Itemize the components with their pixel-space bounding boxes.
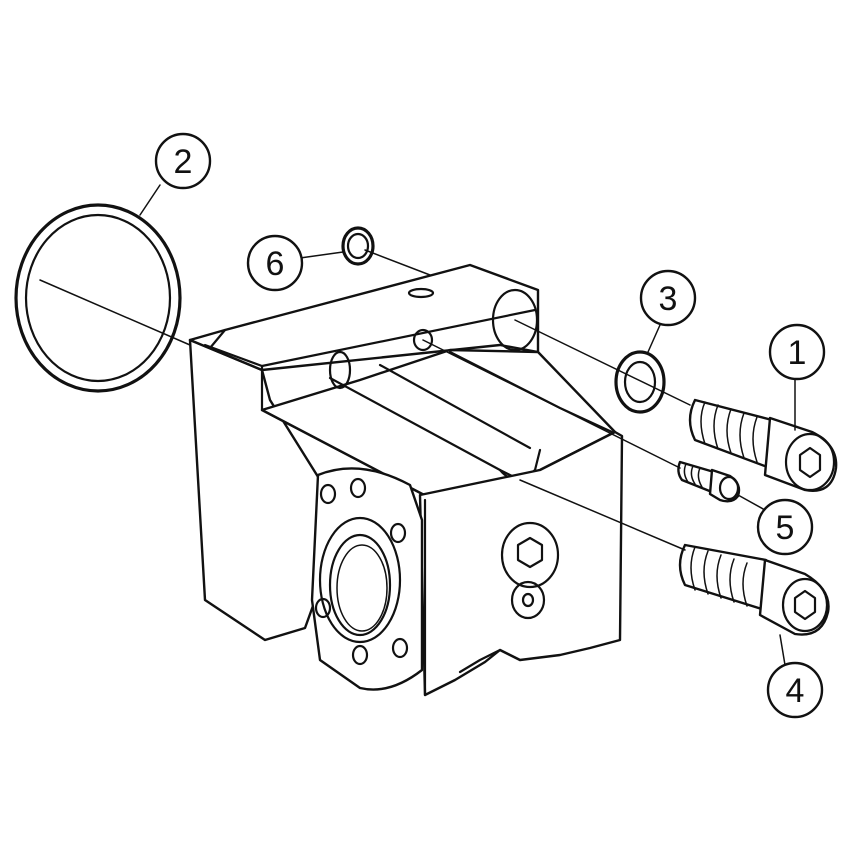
callout-label-3: 3 [659,280,678,318]
callout-1: 1 [768,323,826,381]
main-block [188,263,624,697]
callout-6: 6 [246,234,304,292]
assembly-lines [39,249,691,551]
callout-label-6: 6 [266,245,285,283]
cap-screw-small [677,460,741,503]
o-ring-large [14,203,182,393]
o-ring-small-top [341,226,375,266]
callout-label-4: 4 [786,672,805,710]
cap-screw-large-upper [688,398,838,492]
leader-lines [139,184,796,666]
front-flange [310,467,424,691]
callout-label-1: 1 [788,334,807,372]
callout-5: 5 [756,498,814,556]
flange-bolt-holes [314,477,409,666]
callout-label-5: 5 [776,509,795,547]
callout-3: 3 [639,269,697,327]
cap-screw-large-lower [678,543,830,636]
o-ring-washer [614,350,666,414]
callout-2: 2 [154,132,212,190]
callout-label-2: 2 [174,143,193,181]
callout-4: 4 [766,661,824,719]
